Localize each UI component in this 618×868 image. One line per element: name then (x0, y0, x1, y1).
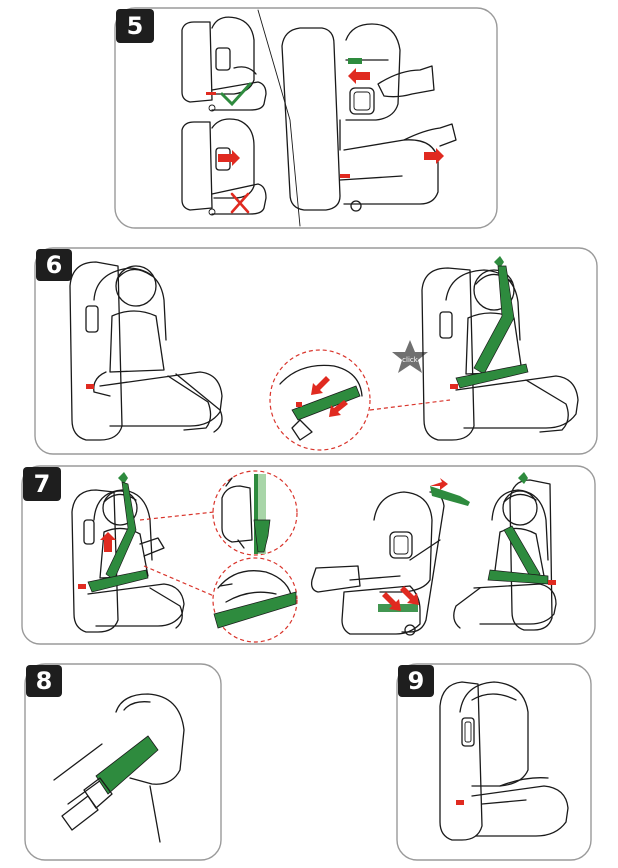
step-5-badge: 5 (116, 9, 154, 43)
arrow-icon (218, 150, 240, 166)
step-7-detail-top (212, 470, 298, 556)
step-6-panel: 6 clic (34, 247, 598, 455)
step-9-panel: 9 (396, 663, 592, 861)
step-6-seat-right (421, 256, 579, 441)
step-7-badge: 7 (23, 467, 61, 501)
arrow-icon (382, 592, 401, 611)
arrow-icon (400, 586, 419, 605)
star-click-icon: click (392, 340, 428, 373)
step-7-detail-bottom (212, 557, 298, 643)
step-5-seat-wrong (181, 118, 267, 216)
step-7-panel: 7 (21, 465, 596, 645)
step-6-buckle-detail (269, 349, 451, 451)
arrow-icon (100, 532, 116, 552)
step-6-badge: 6 (36, 249, 72, 281)
step-7-number: 7 (34, 470, 51, 498)
step-6-number: 6 (46, 251, 63, 279)
step-8-headrest-detail (53, 693, 185, 843)
step-6-seat-left (69, 261, 223, 441)
step-8-number: 8 (36, 667, 53, 695)
step-8-panel: 8 (24, 663, 222, 861)
cross-icon (230, 192, 250, 214)
step-8-badge: 8 (26, 665, 62, 697)
arrow-icon (430, 478, 448, 490)
click-label: click (402, 356, 419, 364)
arrow-icon (329, 400, 348, 417)
step-5-seat-correct (181, 16, 267, 112)
arrow-icon (424, 148, 444, 164)
arrow-icon (348, 68, 370, 84)
step-5-panel: 5 (114, 7, 498, 229)
step-9-seat (439, 681, 569, 841)
step-9-badge: 9 (398, 665, 434, 697)
arrow-icon (311, 376, 330, 395)
step-5-number: 5 (127, 12, 144, 40)
check-icon (220, 82, 252, 107)
step-7-seat-left (71, 472, 215, 633)
step-5-seat-large (281, 23, 457, 212)
step-7-seat-side (310, 478, 470, 636)
step-9-number: 9 (408, 667, 425, 695)
step-7-seat-right (453, 472, 557, 631)
